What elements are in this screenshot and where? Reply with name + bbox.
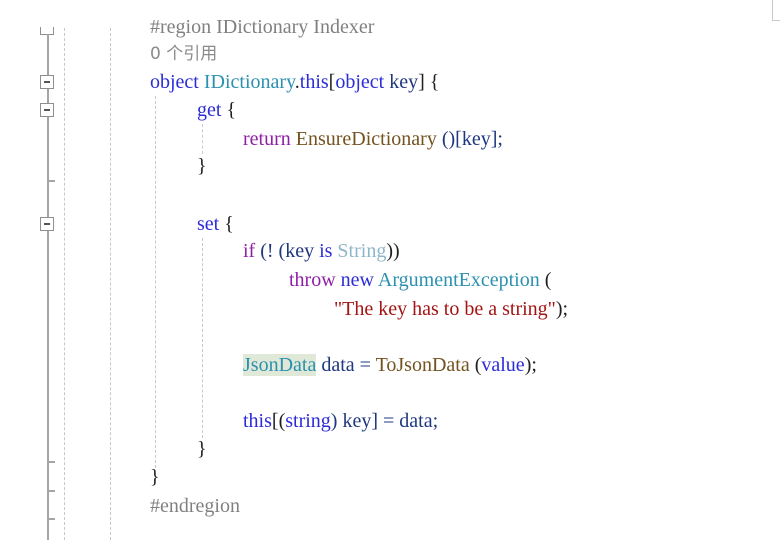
indexer-close-brace: }	[150, 466, 160, 488]
token-keyword: set	[197, 213, 220, 235]
token-punct: ] {	[418, 71, 440, 93]
if-statement: if (! (key is String))	[243, 237, 400, 265]
margin-guide	[110, 28, 111, 540]
fold-end-tick	[48, 461, 55, 463]
collapse-indexer-icon[interactable]	[40, 75, 54, 89]
token-keyword: value	[481, 354, 525, 376]
token-keyword: is	[319, 240, 333, 262]
exception-message: "The key has to be a string");	[334, 295, 568, 323]
indexer-declaration: object IDictionary.this[object key] {	[150, 68, 439, 96]
token-punct: .	[294, 71, 300, 93]
token-punct: [(	[271, 410, 286, 432]
indent-guide	[202, 124, 203, 154]
get-accessor: get {	[197, 96, 236, 124]
fold-end-tick	[48, 518, 55, 520]
codelens-references[interactable]: 0 个引用	[150, 44, 218, 64]
token-keyword: new	[340, 269, 374, 291]
token-punct: [	[328, 71, 336, 93]
token-string: "The key has to be a string"	[334, 298, 556, 320]
token-method: ToJsonData	[375, 354, 470, 376]
indent-guide	[155, 96, 156, 468]
endregion-line: #endregion	[150, 495, 240, 517]
indent-guide	[202, 238, 203, 438]
token-param: key	[384, 71, 419, 93]
fold-margin-line	[47, 117, 49, 217]
token-type: ArgumentException	[377, 269, 540, 291]
get-close-brace: }	[197, 155, 207, 177]
fold-margin-line	[47, 231, 49, 540]
token-control: if	[243, 240, 256, 262]
token-control: throw	[289, 269, 336, 291]
token-keyword: this	[299, 71, 329, 93]
token-keyword: object	[335, 71, 385, 93]
token-punct: {	[221, 99, 237, 121]
token-keyword: this	[243, 410, 272, 432]
token-punct: ))	[386, 240, 400, 262]
scrollbar-corner	[772, 0, 780, 21]
token-punct: );	[524, 354, 537, 376]
set-close-brace: }	[197, 438, 207, 460]
token-keyword: string	[285, 410, 331, 432]
token-rest: ()[key];	[436, 128, 503, 150]
fold-end-tick	[48, 180, 55, 182]
token-punct: {	[219, 213, 234, 235]
jsondata-declaration: JsonData data = ToJsonData (value);	[243, 351, 537, 379]
return-statement: return EnsureDictionary ()[key];	[243, 125, 503, 153]
token-punct: (	[469, 354, 482, 376]
throw-statement: throw new ArgumentException (	[289, 266, 551, 294]
token-control: return	[243, 128, 291, 150]
token-keyword: get	[197, 99, 222, 121]
token-keyword: object	[150, 71, 199, 93]
fold-end-tick	[48, 490, 55, 492]
collapse-get-icon[interactable]	[40, 103, 54, 117]
token-rest: (! (key	[255, 240, 320, 262]
token-method: EnsureDictionary	[295, 128, 437, 150]
token-punct: (	[539, 269, 552, 291]
token-rest: data =	[316, 354, 376, 376]
margin-guide	[64, 28, 65, 540]
token-rest: ) key] = data;	[330, 410, 439, 432]
set-accessor: set {	[197, 210, 234, 238]
token-punct: );	[555, 298, 569, 320]
collapse-set-icon[interactable]	[40, 217, 54, 231]
fold-margin-line	[47, 89, 49, 103]
token-type-highlighted: JsonData	[243, 354, 317, 376]
assign-statement: this[(string) key] = data;	[243, 407, 438, 435]
token-type: IDictionary	[203, 71, 295, 93]
region-line: #region IDictionary Indexer	[150, 16, 375, 38]
token-type: String	[337, 240, 387, 262]
fold-margin-line	[47, 34, 49, 75]
